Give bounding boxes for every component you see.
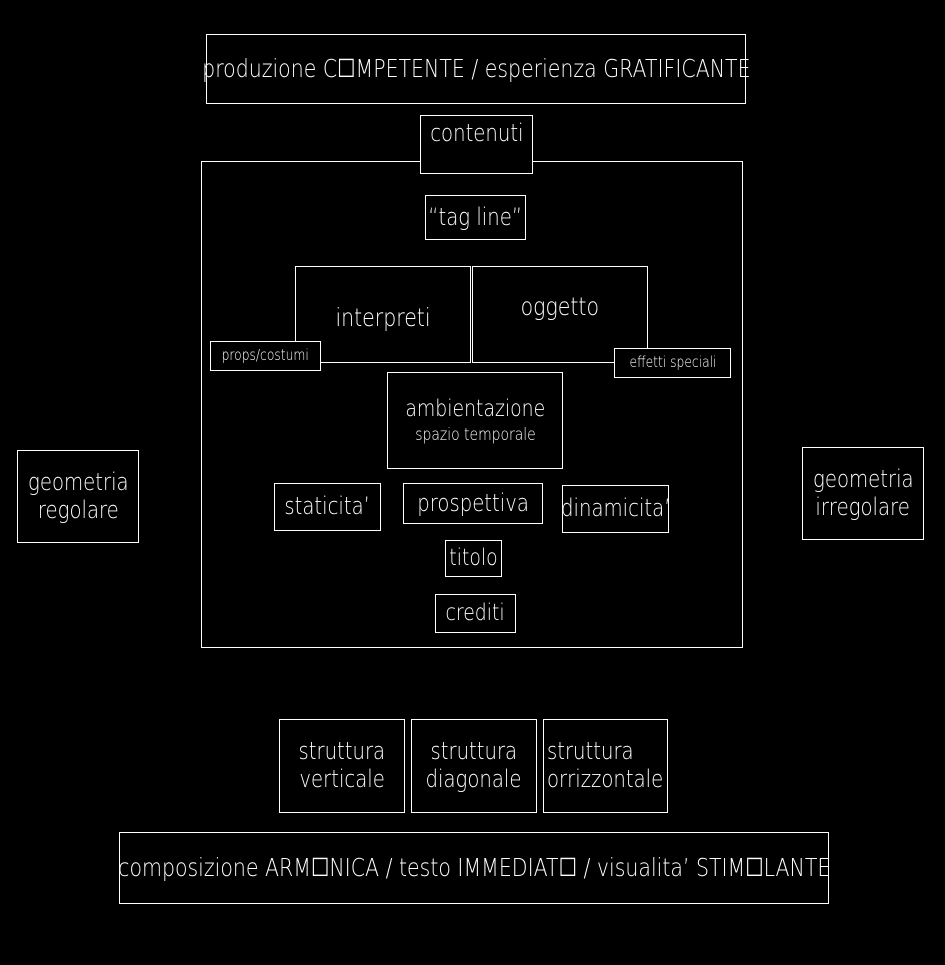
- struttura-diagonale-box: struttura diagonale: [411, 719, 537, 813]
- titolo-text: titolo: [449, 545, 498, 572]
- props-costumi-box: props/costumi: [210, 341, 321, 371]
- bottom-banner-text: composizione ARM☐NICA / testo IMMEDIAT☐ …: [117, 852, 831, 882]
- effetti-speciali-box: effetti speciali: [614, 348, 731, 378]
- geometria-irregolare-line1: geometria: [812, 464, 914, 493]
- oggetto-text: oggetto: [520, 292, 600, 321]
- ambientazione-text: ambientazione: [405, 395, 545, 422]
- top-banner-text: produzione C☐MPETENTE / esperienza GRATI…: [201, 53, 751, 83]
- dinamicita-text: dinamicita’: [560, 494, 671, 523]
- crediti-text: crediti: [445, 600, 506, 627]
- tag-line-box: “tag line”: [425, 195, 526, 240]
- contenuti-text: contenuti: [429, 119, 524, 147]
- struttura-orizzontale-line1: struttura: [547, 737, 634, 766]
- interpreti-box: interpreti: [295, 266, 471, 363]
- struttura-verticale-box: struttura verticale: [279, 719, 405, 813]
- staticita-box: staticita’: [274, 483, 381, 531]
- interpreti-text: interpreti: [335, 303, 431, 333]
- struttura-orizzontale-box: struttura orrizzontale: [543, 719, 668, 813]
- struttura-diagonale-line1: struttura: [430, 737, 518, 766]
- ambientazione-box: ambientazione spazio temporale: [387, 372, 563, 469]
- struttura-orizzontale-line2: orrizzontale: [547, 765, 664, 793]
- geometria-regolare-box: geometria regolare: [17, 450, 139, 543]
- spazio-temporale-text: spazio temporale: [414, 424, 536, 445]
- tag-line-text: “tag line”: [428, 202, 523, 231]
- props-costumi-text: props/costumi: [221, 346, 310, 365]
- crediti-box: crediti: [435, 594, 516, 633]
- effetti-speciali-text: effetti speciali: [629, 353, 716, 372]
- geometria-regolare-line2: regolare: [37, 495, 119, 524]
- geometria-regolare-line1: geometria: [27, 467, 129, 496]
- oggetto-box: oggetto: [472, 266, 648, 363]
- geometria-irregolare-line2: irregolare: [815, 492, 911, 521]
- struttura-verticale-line2: verticale: [299, 765, 385, 793]
- titolo-box: titolo: [445, 540, 502, 577]
- dinamicita-box: dinamicita’: [560, 485, 671, 533]
- bottom-banner-box: composizione ARM☐NICA / testo IMMEDIAT☐ …: [117, 832, 831, 904]
- contenuti-box: contenuti: [420, 115, 533, 174]
- top-banner-box: produzione C☐MPETENTE / esperienza GRATI…: [202, 34, 750, 104]
- struttura-diagonale-line2: diagonale: [426, 765, 522, 793]
- staticita-text: staticita’: [284, 492, 371, 521]
- geometria-irregolare-box: geometria irregolare: [802, 447, 924, 540]
- prospettiva-text: prospettiva: [417, 488, 529, 517]
- prospettiva-box: prospettiva: [403, 483, 543, 524]
- struttura-verticale-line1: struttura: [298, 737, 386, 766]
